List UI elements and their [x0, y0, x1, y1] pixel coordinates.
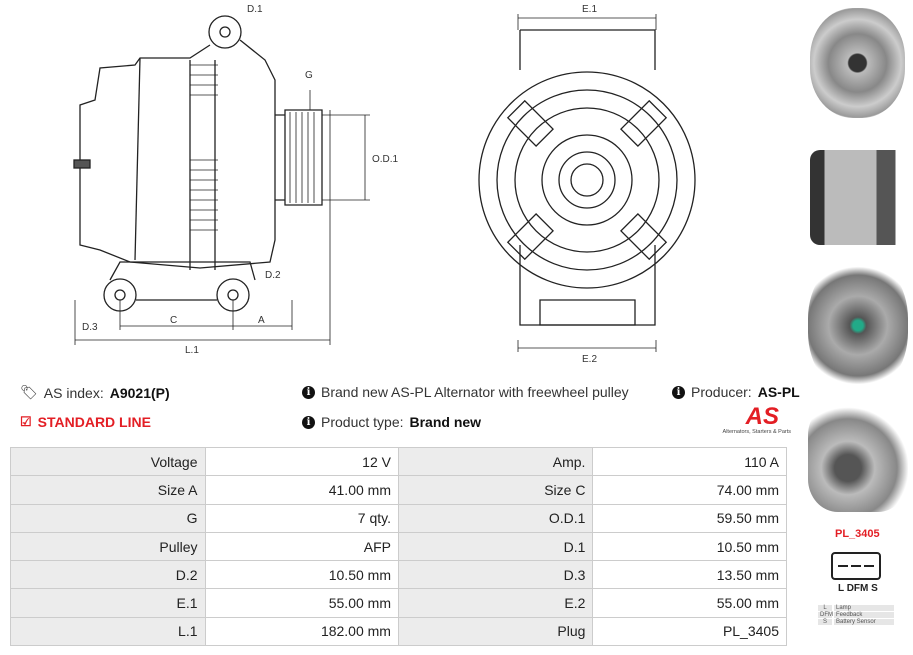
spec-value: 12 V	[204, 446, 399, 477]
spec-label: E.1	[10, 588, 206, 618]
label-g: G	[305, 70, 313, 81]
spec-value: 110 A	[592, 446, 787, 477]
spec-value: 10.50 mm	[592, 531, 787, 562]
spec-label: G	[10, 503, 206, 533]
legend-desc: Lamp	[834, 605, 894, 611]
legend-key: S	[818, 619, 832, 625]
product-type-value: Brand new	[409, 414, 482, 430]
description-text: Brand new AS-PL Alternator with freewhee…	[321, 384, 629, 400]
info-icon: i	[672, 385, 685, 399]
logo-tagline: Alternators, Starters & Parts	[722, 429, 791, 435]
spec-label: Size A	[10, 475, 206, 505]
checkbox-icon: ☑	[20, 414, 32, 429]
plug-pins: L DFM S	[838, 583, 878, 594]
spec-label: Plug	[397, 616, 594, 647]
label-d3: D.3	[82, 322, 98, 333]
as-index: 🏷 AS index: A9021(P)	[20, 384, 170, 401]
legend-key: DFM	[818, 612, 833, 618]
label-d2: D.2	[265, 270, 281, 281]
legend-key: L	[818, 605, 832, 611]
producer-value: AS-PL	[757, 384, 800, 400]
spec-value: 10.50 mm	[204, 560, 399, 590]
front-view-drawing: E.1 E.2	[478, 4, 696, 365]
side-view-drawing: D.1 G O.D.1 D.2 D.3 C A L.1	[73, 4, 399, 356]
spec-label: Amp.	[397, 446, 594, 477]
product-type-label: Product type:	[321, 414, 404, 430]
spec-label: D.2	[10, 560, 206, 590]
info-icon: i	[302, 385, 315, 399]
label-l1: L.1	[185, 345, 199, 356]
spec-label: E.2	[397, 588, 594, 618]
as-index-value: A9021(P)	[109, 384, 170, 401]
legend-desc: Battery Sensor	[834, 619, 894, 625]
producer: i Producer: AS-PL	[672, 384, 800, 400]
info-icon: i	[302, 415, 315, 429]
spec-value: PL_3405	[592, 616, 787, 647]
spec-label: D.3	[397, 560, 594, 590]
spec-value: AFP	[204, 531, 399, 562]
producer-label: Producer:	[691, 384, 752, 400]
spec-value: 55.00 mm	[592, 588, 787, 618]
standard-line: ☑ STANDARD LINE	[20, 414, 151, 430]
plug-code: PL_3405	[835, 528, 880, 540]
spec-label: O.D.1	[397, 503, 594, 533]
spec-value: 55.00 mm	[204, 588, 399, 618]
product-photo-rear[interactable]	[808, 258, 908, 393]
standard-line-text: STANDARD LINE	[37, 414, 151, 430]
label-e1: E.1	[582, 4, 597, 15]
spec-value: 59.50 mm	[592, 503, 787, 533]
spec-value: 7 qty.	[204, 503, 399, 533]
label-d1: D.1	[247, 4, 263, 15]
spec-label: L.1	[10, 616, 206, 647]
logo-text: AS	[745, 403, 779, 430]
spec-label: Pulley	[10, 531, 206, 562]
product-photo-side[interactable]	[810, 150, 905, 245]
as-pl-logo: AS Alternators, Starters & Parts	[716, 403, 791, 436]
product-photo-front[interactable]	[810, 8, 905, 118]
spec-value: 13.50 mm	[592, 560, 787, 590]
legend-desc: Feedback	[834, 612, 894, 618]
spec-value: 182.00 mm	[204, 616, 399, 647]
spec-label: Voltage	[10, 446, 206, 477]
label-od1: O.D.1	[372, 154, 399, 165]
product-type: i Product type: Brand new	[302, 414, 481, 430]
spec-label: Size C	[397, 475, 594, 505]
spec-value: 41.00 mm	[204, 475, 399, 505]
label-e2: E.2	[582, 354, 597, 365]
product-photo-angle[interactable]	[808, 402, 908, 512]
spec-value: 74.00 mm	[592, 475, 787, 505]
tags-icon: 🏷	[20, 384, 38, 400]
as-index-label: AS index:	[43, 384, 104, 401]
description: i Brand new AS-PL Alternator with freewhe…	[302, 384, 629, 400]
plug-diagram	[831, 552, 881, 580]
label-a: A	[258, 315, 265, 326]
label-c: C	[170, 315, 177, 326]
spec-label: D.1	[397, 531, 594, 562]
